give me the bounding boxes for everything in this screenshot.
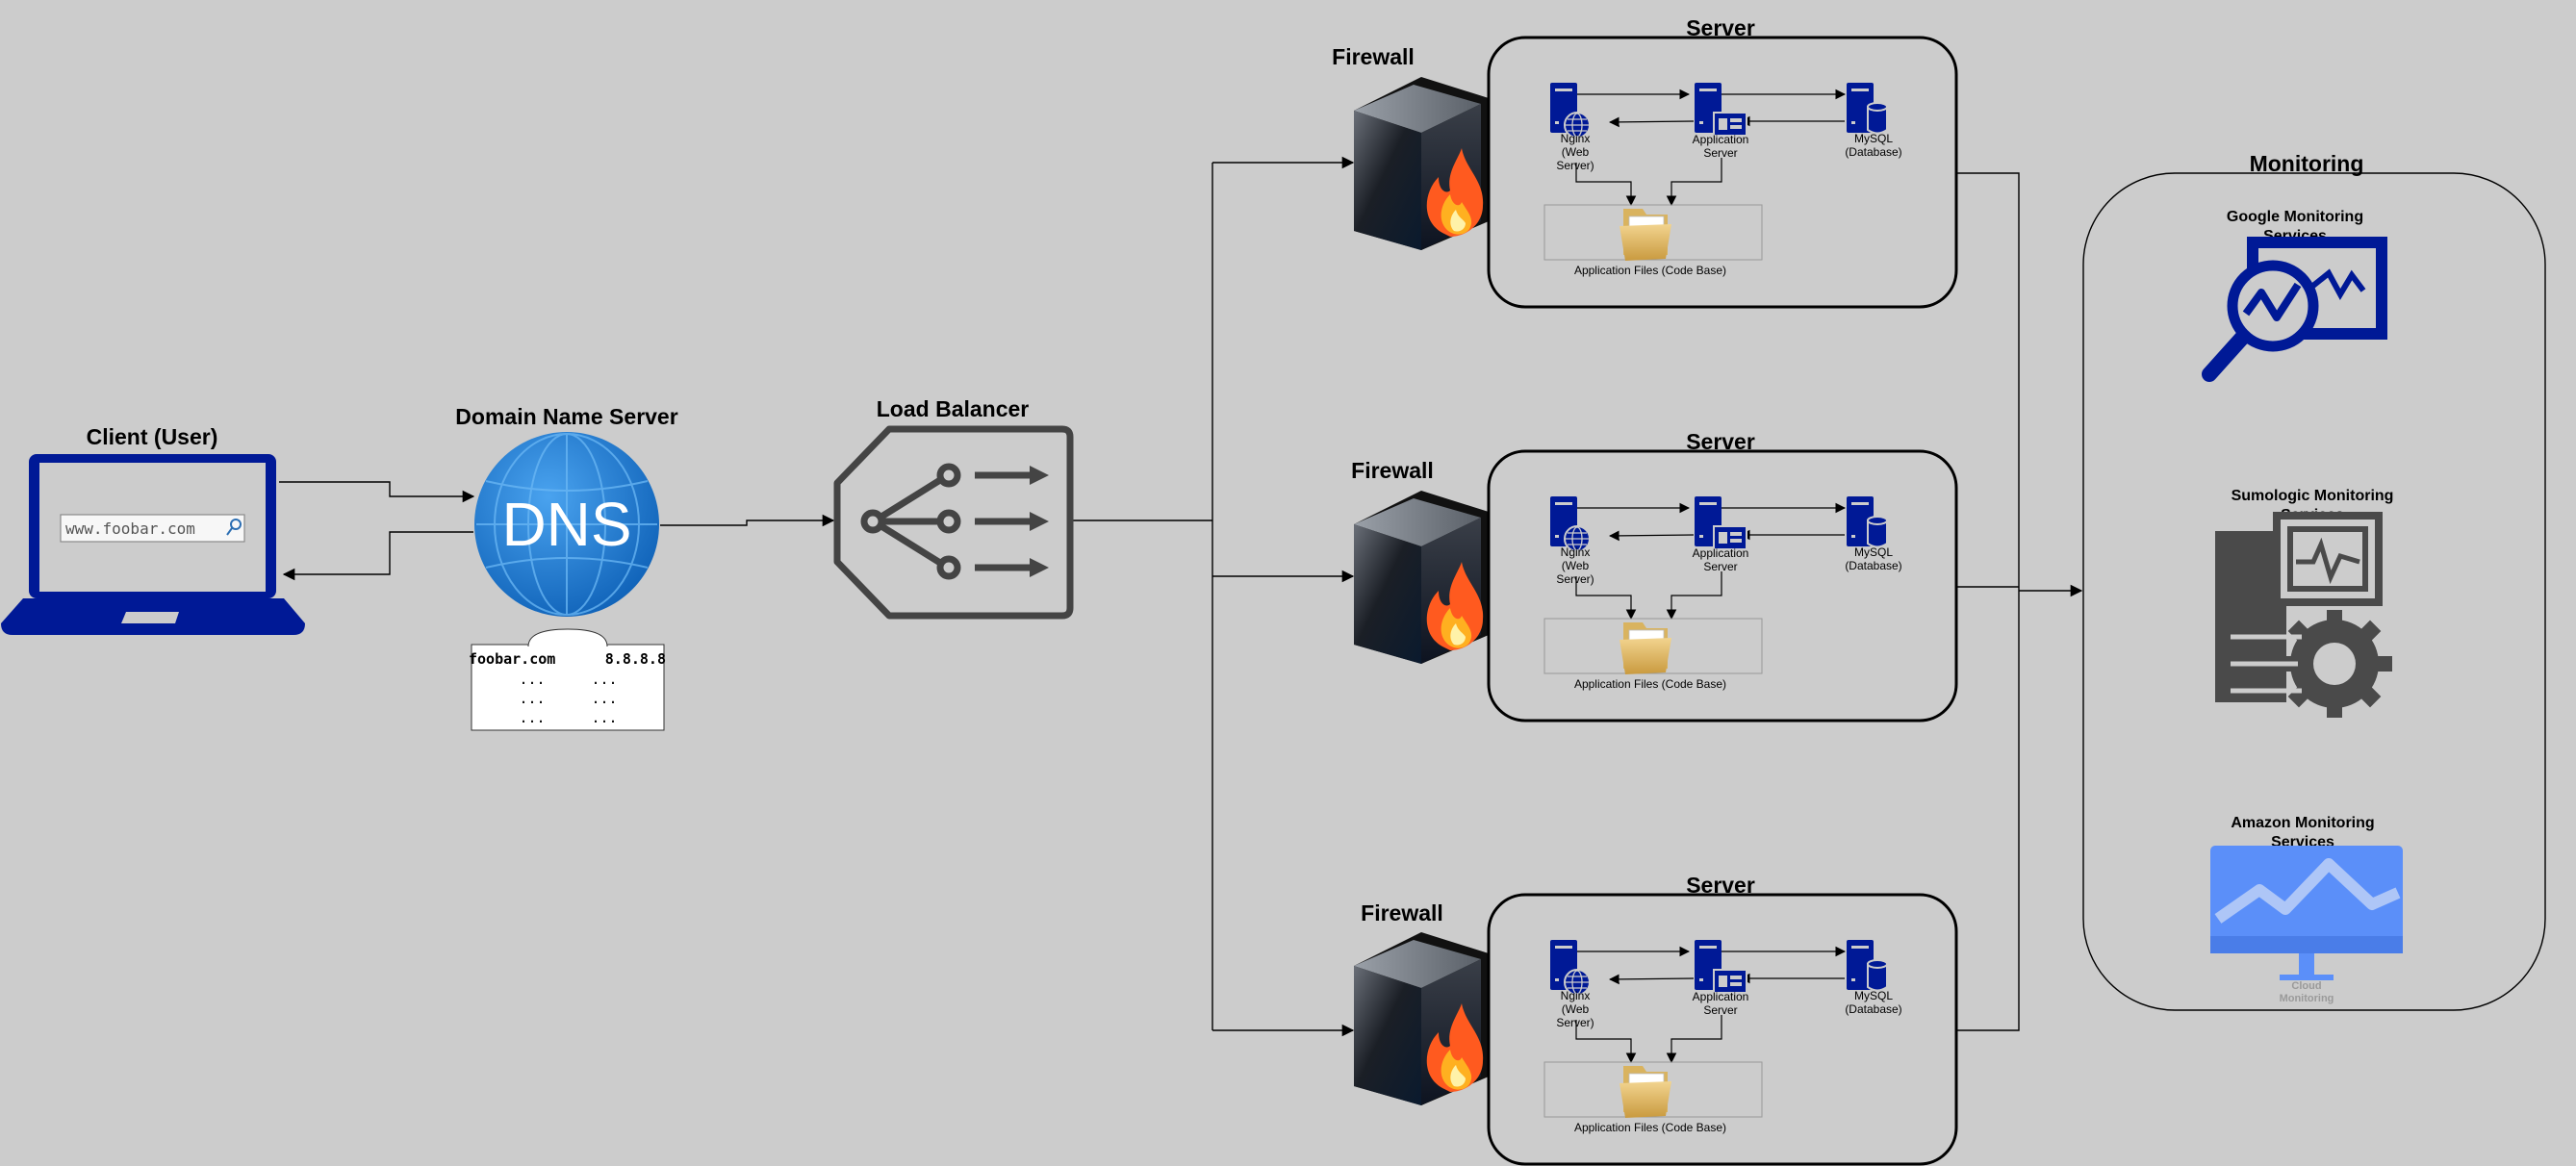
firewall-3-title: Firewall <box>1361 900 1443 925</box>
dns-to-lb-arrow <box>660 514 835 527</box>
application-server-icon <box>1695 496 1747 550</box>
sumologic-monitoring-icon <box>2215 512 2392 718</box>
client-title: Client (User) <box>87 424 218 449</box>
dns-record-ip: ... <box>591 671 617 688</box>
dns-record-host: ... <box>519 671 545 688</box>
server-box <box>1487 893 1958 1166</box>
dns-globe-icon: DNS <box>474 432 659 617</box>
firewall-1: Firewall <box>1332 44 1489 250</box>
database-server-icon <box>1847 940 1888 992</box>
firewall-icon <box>1354 932 1489 1105</box>
folder-icon <box>1620 622 1671 674</box>
dns-title: Domain Name Server <box>455 404 677 429</box>
connectors <box>279 156 2083 1037</box>
code-base-box <box>1543 204 1763 261</box>
firewall-2-title: Firewall <box>1351 458 1434 483</box>
dns-record-ip: 8.8.8.8 <box>605 650 666 668</box>
load-balancer-title: Load Balancer <box>877 396 1030 421</box>
code-base-label: Application Files (Code Base) <box>1574 264 1726 277</box>
dns-to-client-arrow <box>282 531 473 581</box>
search-icon[interactable] <box>226 519 242 536</box>
client-laptop: Client (User) www.foobar.com <box>1 424 305 635</box>
dns-record-host: ... <box>519 709 545 726</box>
google-monitoring-icon <box>2202 237 2387 382</box>
dns-record-ip: ... <box>591 690 617 707</box>
database-server-label: MySQL(Database) <box>1845 989 1901 1016</box>
dns-record-host: ... <box>519 690 545 707</box>
application-server-icon <box>1695 940 1747 994</box>
folder-icon <box>1620 1066 1671 1118</box>
dns-server: Domain Name Server DNS foobar.com 8.8.8.… <box>455 404 678 731</box>
browser-url-text: www.foobar.com <box>65 520 195 538</box>
arrow-icons <box>1030 466 1049 577</box>
dns-logo-text: DNS <box>501 490 631 559</box>
firewall-1-title: Firewall <box>1332 44 1415 69</box>
code-base-box <box>1543 618 1763 674</box>
monitoring-title: Monitoring <box>2250 151 2364 176</box>
web-server-icon <box>1550 496 1591 552</box>
code-base-label: Application Files (Code Base) <box>1574 1121 1726 1134</box>
firewall-3: Firewall <box>1354 900 1489 1105</box>
load-balancer: Load Balancer <box>833 396 1074 620</box>
server-box <box>1487 449 1958 722</box>
firewall-icon <box>1354 491 1489 664</box>
firewall-icon <box>1354 77 1489 250</box>
database-server-label: MySQL(Database) <box>1845 132 1901 159</box>
code-base-box <box>1543 1061 1763 1118</box>
browser-url-bar[interactable] <box>60 514 245 543</box>
database-server-icon <box>1847 496 1888 548</box>
database-server-label: MySQL(Database) <box>1845 545 1901 572</box>
database-server-icon <box>1847 83 1888 135</box>
client-to-dns-arrow <box>279 481 475 503</box>
dns-record-host: foobar.com <box>469 650 555 668</box>
cloudwatch-monitor-icon <box>2210 846 2403 980</box>
load-balancer-icon <box>833 425 1074 620</box>
web-server-icon <box>1550 940 1591 996</box>
firewall-2: Firewall <box>1351 458 1489 664</box>
server-box <box>1487 36 1958 309</box>
web-server-icon <box>1550 83 1591 139</box>
dns-records-table: foobar.com 8.8.8.8 ... ... ... ... ... .… <box>469 628 666 731</box>
code-base-label: Application Files (Code Base) <box>1574 677 1726 691</box>
folder-icon <box>1620 209 1671 261</box>
application-server-icon <box>1695 83 1747 137</box>
dns-record-ip: ... <box>591 709 617 726</box>
